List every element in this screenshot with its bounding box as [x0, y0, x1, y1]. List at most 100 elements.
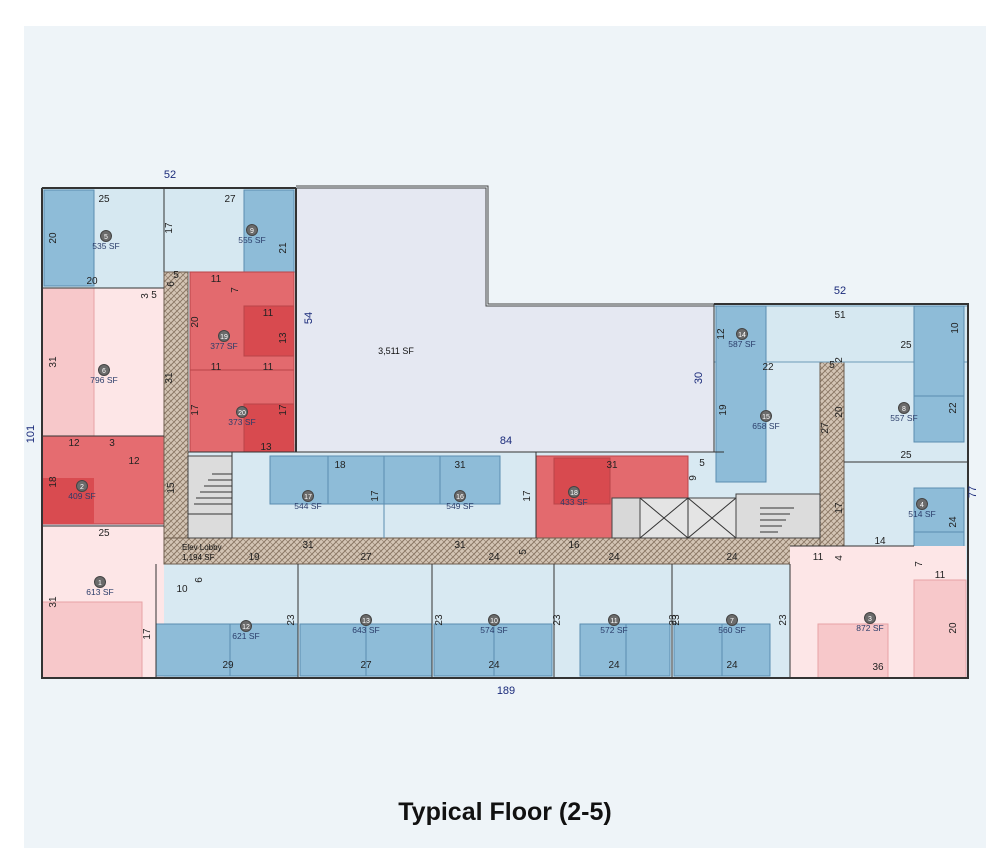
suite-area: 572 SF: [600, 625, 627, 635]
big-space-area: 3,511 SF: [378, 346, 414, 356]
room-dim-label: 20: [834, 406, 845, 418]
suite-area: 574 SF: [480, 625, 507, 635]
suite-marker-dot: [736, 328, 748, 340]
suite-area: 535 SF: [92, 241, 119, 251]
suite-number: 13: [362, 618, 370, 625]
suite-area: 658 SF: [752, 421, 779, 431]
suite-number: 1: [98, 580, 102, 587]
suite-marker-dot: [454, 490, 466, 502]
suite-area: 643 SF: [352, 625, 379, 635]
room-dim-label: 31: [48, 596, 59, 608]
room-dim-label: 27: [360, 552, 372, 563]
room-dim-label: 11: [263, 308, 274, 319]
room-dim-label: 24: [488, 552, 500, 563]
room-dim-label: 6: [166, 281, 177, 287]
suite-number: 8: [902, 406, 906, 413]
room-dim-label: 11: [211, 274, 222, 285]
room-dim-label: 12: [68, 438, 80, 449]
suite-marker-dot: [100, 230, 112, 242]
dim-30: 30: [693, 372, 705, 384]
room-dim-label: 27: [224, 194, 236, 205]
suite-marker-dot: [236, 406, 248, 418]
room-dim-label: 9: [688, 475, 699, 481]
suite-area: 377 SF: [210, 341, 237, 351]
room-dim-label: 17: [834, 502, 845, 514]
room-dim-label: 7: [914, 561, 925, 567]
room-dim-label: 23: [552, 614, 563, 626]
room-dim-label: 3: [109, 438, 115, 449]
floor-plan: 52 52 101 77 189 54 84 30 3,511 SF Elev …: [25, 169, 979, 697]
room-dim-label: 22: [948, 402, 959, 414]
room-dim-label: 51: [834, 310, 846, 321]
room-dim-label: 23: [778, 614, 789, 626]
suite-marker-dot: [864, 612, 876, 624]
suite-number: 18: [570, 490, 578, 497]
room-dim-label: 4: [834, 555, 845, 561]
room-dim-label: 24: [608, 552, 620, 563]
room-dim-label: 20: [48, 232, 59, 244]
suite-marker-dot: [568, 486, 580, 498]
room-dim-label: 23: [671, 614, 682, 626]
room-dim-label: 17: [370, 490, 381, 502]
dim-left: 101: [25, 425, 37, 443]
suite-area: 544 SF: [294, 501, 321, 511]
room-dim-label: 31: [164, 372, 175, 384]
suite-number: 19: [220, 334, 228, 341]
room-dim-label: 17: [164, 222, 175, 234]
suite-area: 433 SF: [560, 497, 587, 507]
suite-number: 14: [738, 332, 746, 339]
suite-area: 373 SF: [228, 417, 255, 427]
room-dim-label: 24: [726, 660, 738, 671]
dim-right: 77: [967, 486, 979, 498]
room-dim-label: 12: [716, 328, 727, 340]
room-dim-label: 5: [151, 290, 157, 301]
room-dim-label: 27: [360, 660, 372, 671]
room-dim-label: 5: [699, 458, 705, 469]
room-dim-label: 20: [86, 276, 98, 287]
suite-number: 20: [238, 410, 246, 417]
suite-marker-dot: [360, 614, 372, 626]
room-dim-label: 10: [950, 322, 961, 334]
big-space[interactable]: [295, 185, 716, 453]
right-suites: [713, 305, 969, 679]
suite-marker-dot: [898, 402, 910, 414]
suite-marker-dot: [98, 364, 110, 376]
suite-area: 549 SF: [446, 501, 473, 511]
left-suites: [41, 287, 165, 679]
room-dim-label: 16: [568, 540, 580, 551]
corridor: [163, 271, 845, 565]
room-dim-label: 29: [222, 660, 234, 671]
room-dim-label: 7: [230, 287, 241, 293]
walls: [41, 187, 969, 679]
room-dim-label: 25: [98, 528, 110, 539]
suite-number: 2: [80, 484, 84, 491]
suite-area: 409 SF: [68, 491, 95, 501]
room-dim-label: 25: [98, 194, 110, 205]
room-dim-label: 12: [128, 456, 140, 467]
suite-area: 621 SF: [232, 631, 259, 641]
room-dim-label: 15: [166, 482, 177, 494]
suite-number: 5: [104, 234, 108, 241]
suite-number: 10: [490, 618, 498, 625]
room-dim-label: 10: [176, 584, 188, 595]
